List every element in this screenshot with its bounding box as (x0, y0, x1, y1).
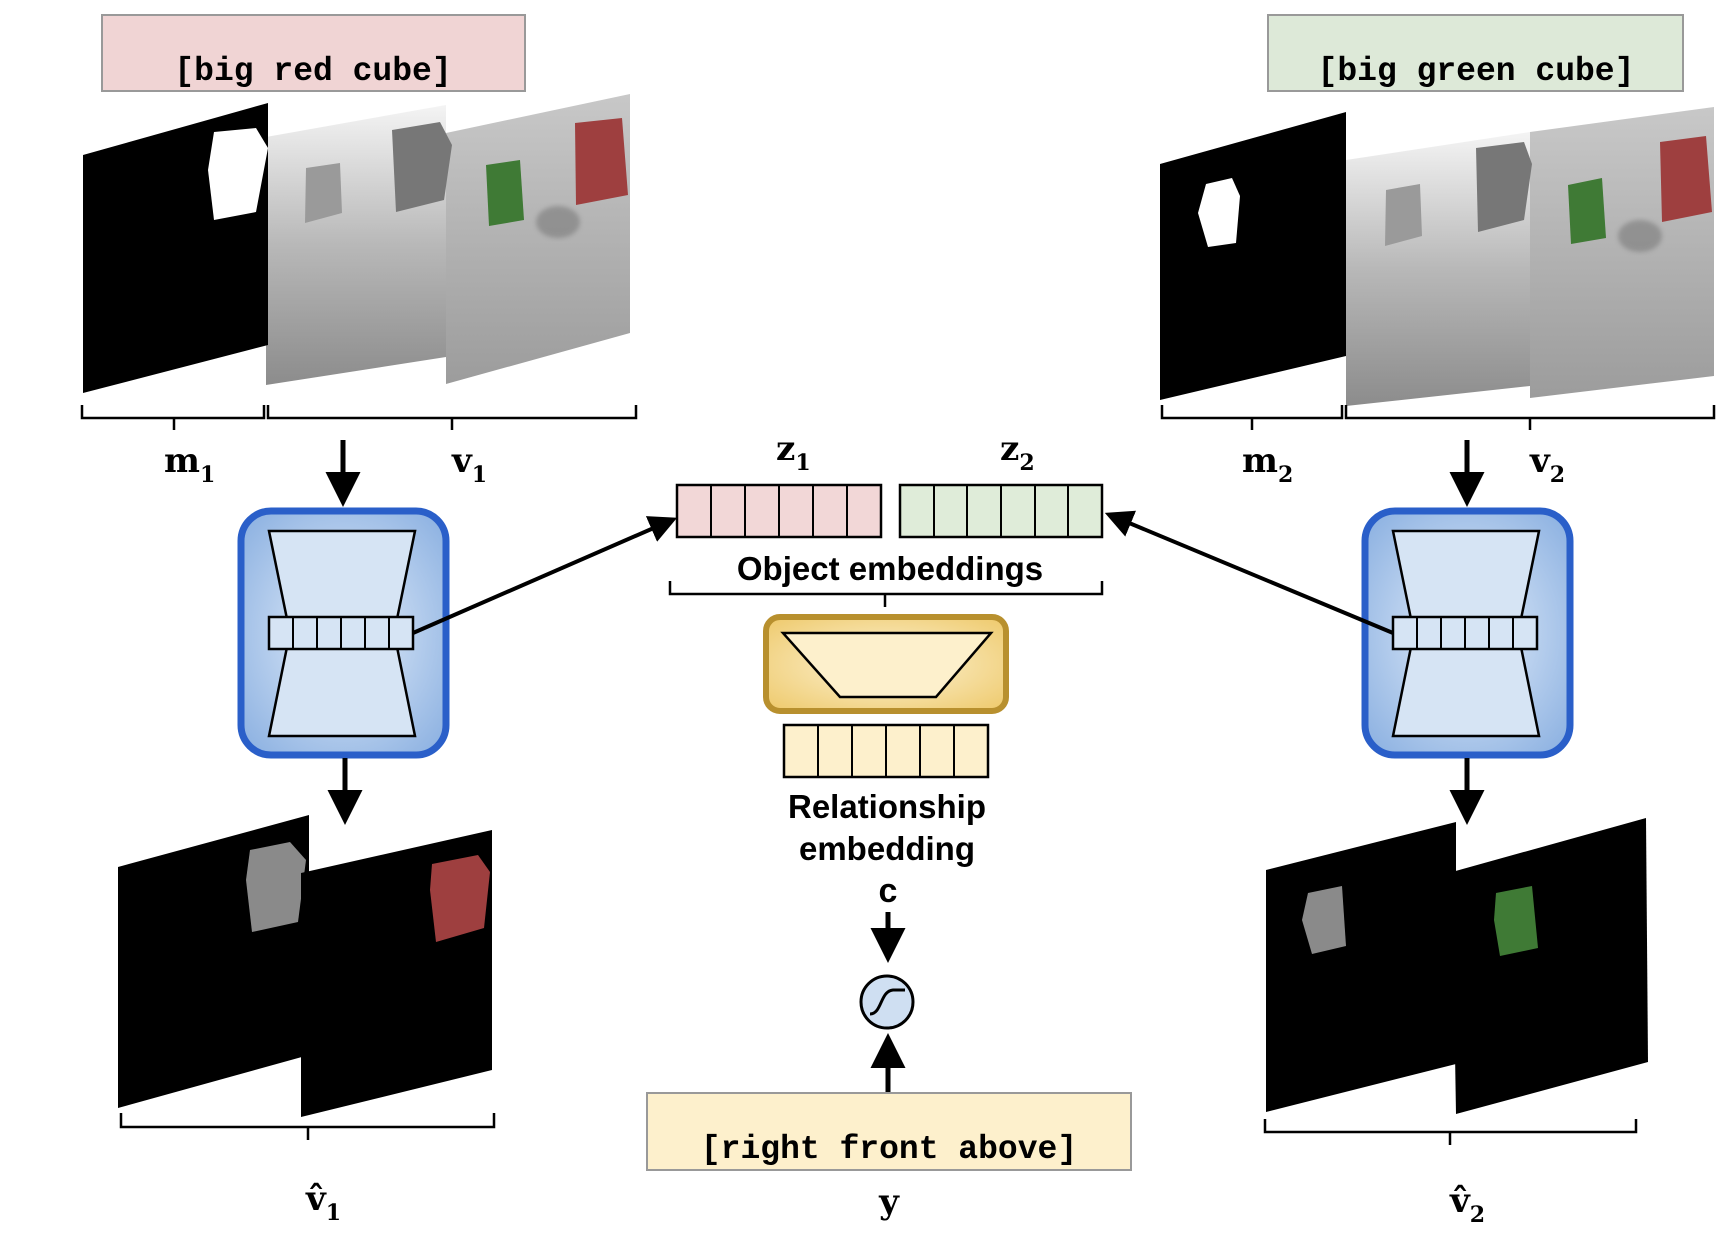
right-autoencoder (1361, 507, 1574, 759)
right-input-braces (1160, 405, 1716, 430)
right-output-depth-cube (1302, 886, 1346, 954)
relation-caption-text: [right front above] (701, 1131, 1077, 1168)
left-rgb-green-cube (486, 160, 524, 226)
z2-embedding (898, 483, 1104, 539)
z2-label: z2 (1000, 429, 1035, 476)
z1-embedding (675, 483, 883, 539)
left-depth-big-cube (392, 122, 452, 212)
right-output-brace (1263, 1119, 1638, 1145)
left-object-caption: [big red cube] (101, 14, 526, 92)
left-depth-small-cube (305, 163, 342, 223)
right-encoder-shape (1391, 529, 1541, 621)
relationship-embedding-vector (782, 723, 990, 779)
v1-hat-label: v̂1 (305, 1179, 341, 1226)
left-output-brace (119, 1113, 496, 1140)
right-latent-arrow-icon (1104, 510, 1394, 635)
right-depth-small-cube (1385, 184, 1422, 246)
right-output-green-cube (1494, 886, 1538, 956)
left-autoencoder (237, 507, 450, 759)
right-rgb-red-cube (1660, 136, 1712, 222)
m2-label: m2 (1242, 441, 1293, 488)
object-embeddings-label: Object embeddings (737, 550, 1043, 587)
right-mask-image (1160, 112, 1346, 400)
v2-label: v2 (1529, 441, 1565, 488)
right-mask-cube (1198, 178, 1240, 247)
y-label: y (878, 1182, 900, 1222)
relationship-label-line1: Relationship (788, 788, 986, 825)
left-mask-cube (208, 128, 268, 220)
left-caption-text: [big red cube] (174, 53, 451, 90)
relationship-encoder-shape (780, 631, 994, 699)
left-decoder-shape (267, 645, 417, 738)
right-depth-big-cube (1476, 142, 1532, 232)
relationship-network (763, 614, 1009, 714)
right-output-rgb (1452, 818, 1648, 1114)
z1-label: z1 (776, 429, 811, 476)
v2-hat-label: v̂2 (1449, 1181, 1485, 1228)
right-object-caption: [big green cube] (1267, 14, 1684, 92)
left-encoder-shape (267, 529, 417, 621)
sigmoid-node-icon (859, 974, 915, 1030)
right-output-depth (1266, 822, 1456, 1112)
left-input-stack (83, 94, 630, 393)
left-rgb-red-cube (575, 118, 628, 205)
relationship-label-line2: embedding (799, 830, 975, 867)
v1-label: v1 (451, 441, 487, 488)
relation-caption: [right front above] (646, 1092, 1132, 1171)
right-input-stack (1160, 107, 1714, 406)
right-decoder-shape (1391, 645, 1541, 738)
m1-label: m1 (164, 441, 215, 488)
c-label: c (879, 872, 898, 910)
left-output-red-cube (430, 855, 490, 942)
right-latent-vector (1391, 615, 1539, 651)
left-output-stack (118, 815, 492, 1117)
left-output-depth-cube (246, 842, 306, 932)
right-caption-text: [big green cube] (1318, 53, 1635, 90)
left-latent-vector (267, 615, 415, 651)
right-rgb-green-cube (1568, 178, 1606, 244)
left-input-braces (80, 405, 638, 430)
right-output-stack (1266, 818, 1648, 1114)
left-latent-arrow-icon (412, 516, 678, 635)
object-embeddings-brace (668, 581, 1104, 607)
